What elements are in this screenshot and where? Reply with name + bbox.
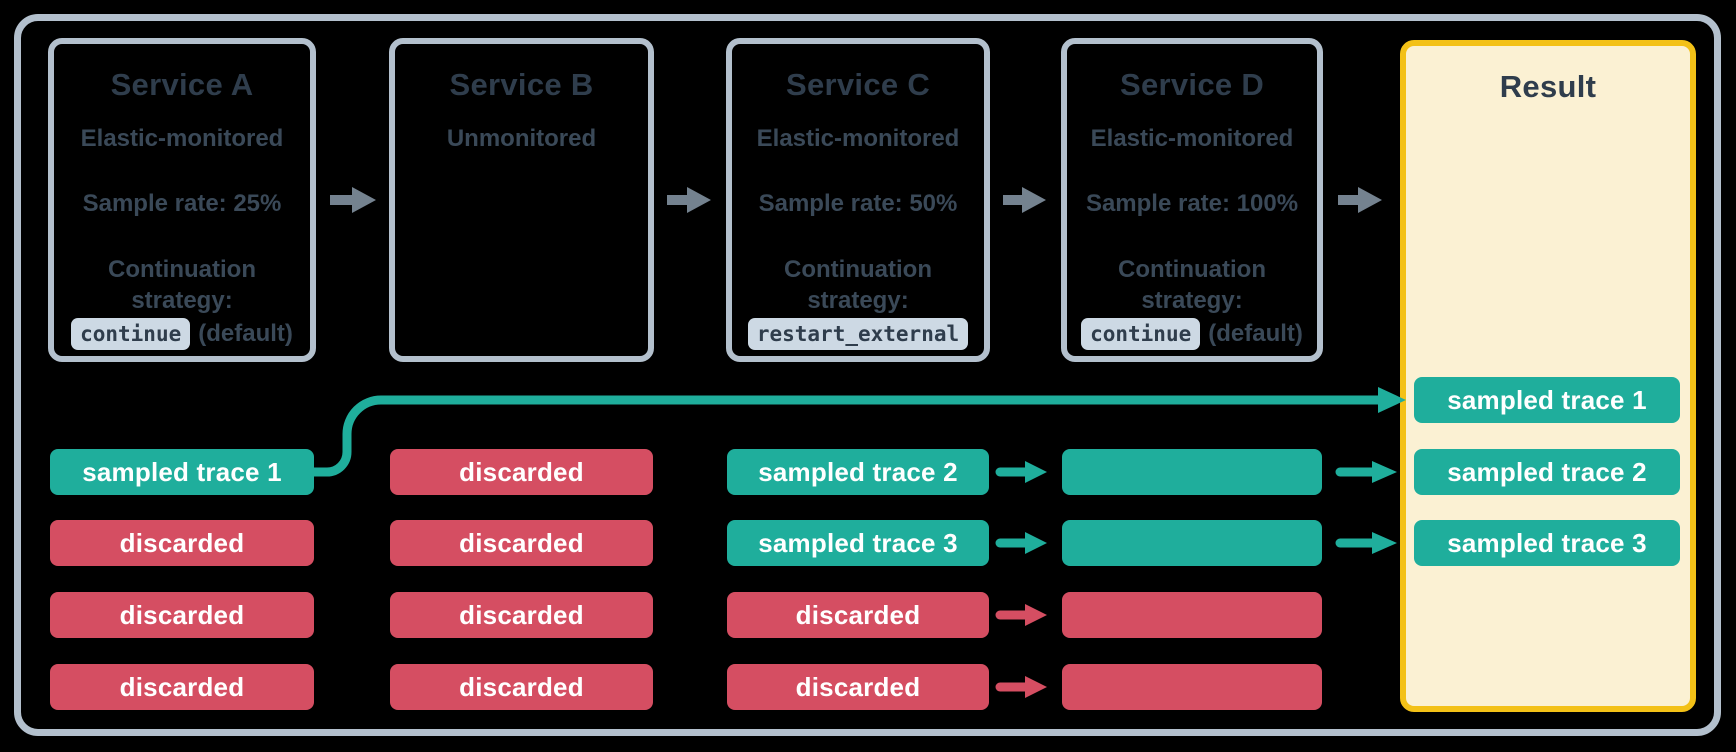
service-b-box: Service B Unmonitored — [389, 38, 654, 362]
service-d-strategy: continue (default) — [1067, 318, 1317, 350]
service-a-box: Service A Elastic-monitored Sample rate:… — [48, 38, 316, 362]
service-d-title: Service D — [1119, 67, 1265, 102]
result-pill-3: sampled trace 3 — [1414, 520, 1680, 566]
trace-pill-b1: discarded — [390, 449, 653, 495]
service-d-monitoring: Elastic-monitored — [1090, 125, 1294, 152]
service-c-title: Service C — [785, 67, 931, 102]
service-c-continuation-label: Continuation strategy: — [732, 254, 984, 316]
service-c-strategy: restart_external — [732, 318, 984, 350]
trace-pill-c3: discarded — [727, 592, 989, 638]
continuation-line2: strategy: — [131, 287, 233, 314]
result-pill-2: sampled trace 2 — [1414, 449, 1680, 495]
trace-pill-d3 — [1062, 592, 1322, 638]
strategy-default-note: (default) — [1208, 320, 1303, 347]
continuation-line1: Continuation — [1118, 256, 1266, 283]
trace-pill-a2: discarded — [50, 520, 314, 566]
trace-pill-a3: discarded — [50, 592, 314, 638]
service-c-monitoring: Elastic-monitored — [756, 125, 960, 152]
result-pill-1: sampled trace 1 — [1414, 377, 1680, 423]
trace-pill-d1 — [1062, 449, 1322, 495]
result-title: Result — [1499, 69, 1597, 104]
service-a-sample-rate: Sample rate: 25% — [82, 190, 282, 217]
service-c-sample-rate: Sample rate: 50% — [758, 190, 958, 217]
trace-pill-b3: discarded — [390, 592, 653, 638]
service-d-continuation-label: Continuation strategy: — [1067, 254, 1317, 316]
service-a-title: Service A — [110, 67, 254, 102]
trace-pill-c1: sampled trace 2 — [727, 449, 989, 495]
strategy-code-badge: restart_external — [747, 318, 969, 350]
diagram-outer-frame — [14, 14, 1721, 736]
continuation-line1: Continuation — [784, 256, 932, 283]
trace-pill-d2 — [1062, 520, 1322, 566]
trace-pill-c4: discarded — [727, 664, 989, 710]
service-a-monitoring: Elastic-monitored — [80, 125, 284, 152]
continuation-line1: Continuation — [108, 256, 256, 283]
continuation-line2: strategy: — [807, 287, 909, 314]
trace-pill-d4 — [1062, 664, 1322, 710]
service-b-monitoring: Unmonitored — [446, 125, 597, 152]
trace-pill-a1: sampled trace 1 — [50, 449, 314, 495]
strategy-code-badge: continue — [71, 318, 191, 350]
service-d-sample-rate: Sample rate: 100% — [1085, 190, 1299, 217]
trace-pill-a4: discarded — [50, 664, 314, 710]
service-b-title: Service B — [449, 67, 594, 102]
trace-pill-b4: discarded — [390, 664, 653, 710]
strategy-code-badge: continue — [1081, 318, 1201, 350]
service-c-box: Service C Elastic-monitored Sample rate:… — [726, 38, 990, 362]
trace-pill-c2: sampled trace 3 — [727, 520, 989, 566]
service-a-continuation-label: Continuation strategy: — [54, 254, 310, 316]
service-a-strategy: continue (default) — [54, 318, 310, 350]
service-d-box: Service D Elastic-monitored Sample rate:… — [1061, 38, 1323, 362]
continuation-line2: strategy: — [1141, 287, 1243, 314]
strategy-default-note: (default) — [198, 320, 293, 347]
result-box: Result — [1400, 40, 1696, 712]
trace-pill-b2: discarded — [390, 520, 653, 566]
